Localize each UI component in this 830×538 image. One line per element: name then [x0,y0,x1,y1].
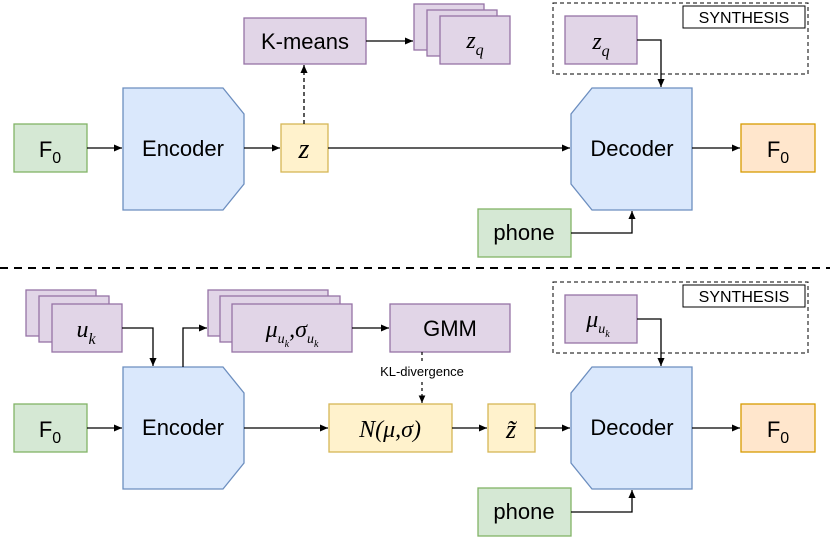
bottom-latent-label: z̃ [505,415,518,444]
top-diagram: F0 Encoder z K-means zq SYNTHESIS zq Dec… [13,2,816,258]
top-arrow-phone-decoder [571,211,636,234]
bottom-phone-label: phone [493,499,554,524]
bottom-speaker-stack: uk [25,289,123,353]
top-synthesis-tag [682,5,806,29]
bottom-latent-box [487,403,536,453]
bottom-f0-output-box [740,403,816,453]
top-kmeans-label: K-means [261,29,349,54]
bottom-f0-output-label: F0 [767,417,789,447]
bottom-decoder-block [570,366,693,490]
bottom-params-stack: μuk,σuk [207,289,353,353]
bottom-diagram: uk F0 Encoder μuk,σuk GMM KL-divergence … [13,281,816,537]
bottom-synthesis-label: SYNTHESIS [699,289,790,306]
top-arrow-synthesis-decoder [637,39,665,87]
bottom-gmm-label: GMM [423,316,477,341]
top-synthesis-region [552,2,809,75]
top-encoder-label: Encoder [142,136,224,161]
bottom-params-label: μuk,σuk [265,317,319,350]
top-f0-input-label: F0 [39,137,61,167]
top-phone-label: phone [493,220,554,245]
bottom-speaker-label: uk [76,317,96,348]
top-encoder-block [122,87,245,211]
top-synthesis-label: SYNTHESIS [699,10,790,27]
bottom-synthesis-code-box [564,294,638,344]
bottom-arrow-synthesis-decoder [637,318,665,366]
top-synthesis-code-label: zq [591,29,609,60]
top-phone-box [477,208,572,258]
bottom-f0-input-box [13,403,88,453]
bottom-encoder-label: Encoder [142,415,224,440]
bottom-normal-label: N(μ,σ) [358,417,421,443]
top-f0-output-label: F0 [767,137,789,167]
top-codes-stack: zq [413,3,511,65]
bottom-synthesis-region [552,281,809,354]
top-codes-label: zq [465,28,483,59]
bottom-gmm-box [389,303,511,353]
bottom-kl-label: KL-divergence [380,364,464,379]
bottom-arrow-speaker-encoder [122,327,157,366]
bottom-synthesis-tag [682,284,806,308]
bottom-f0-input-label: F0 [39,417,61,447]
bottom-arrow-encoder-params [182,324,207,367]
top-decoder-label: Decoder [590,136,673,161]
bottom-arrow-phone-decoder [571,490,636,513]
top-f0-output-box [740,123,816,173]
bottom-decoder-label: Decoder [590,415,673,440]
top-f0-input-box [13,123,88,173]
top-decoder-block [570,87,693,211]
top-kmeans-box [243,17,367,65]
bottom-encoder-block [122,366,245,490]
bottom-synthesis-code-label: μuk [585,307,610,340]
top-latent-z-label: z [298,134,310,165]
